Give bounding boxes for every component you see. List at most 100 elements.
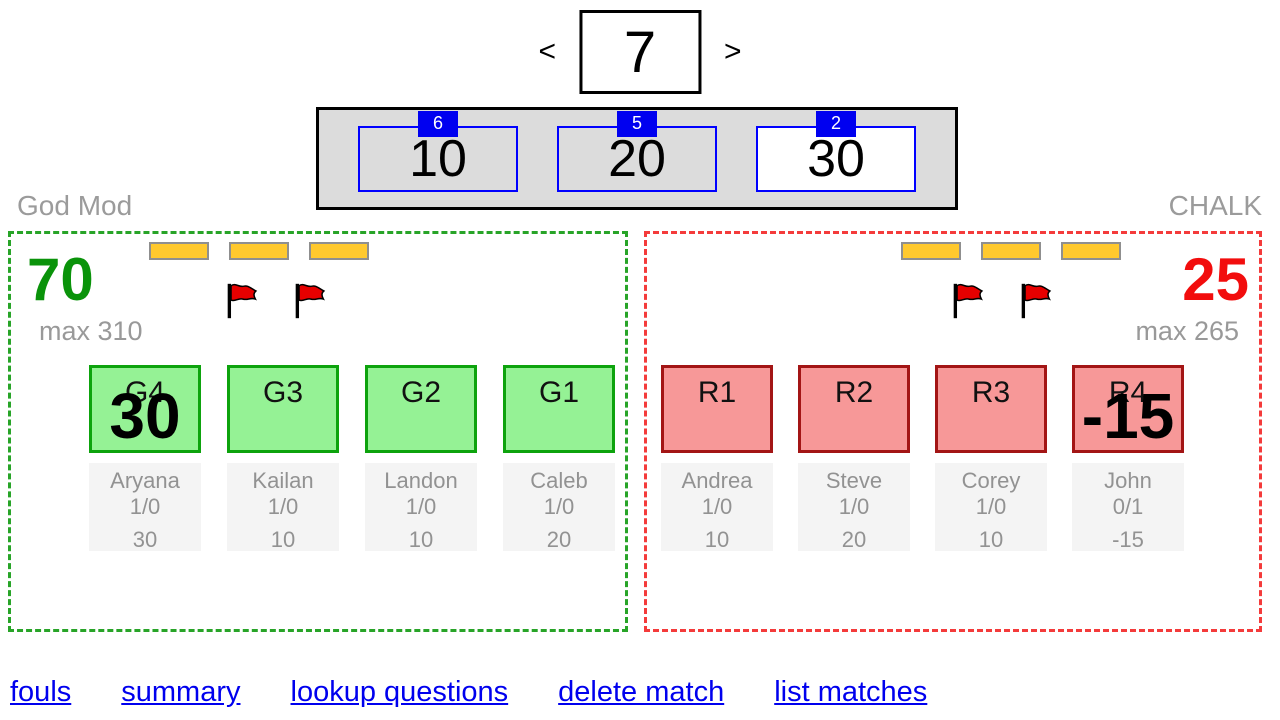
player-record: 1/0 bbox=[701, 493, 733, 519]
player-name: Andrea bbox=[681, 468, 753, 493]
player-card: G1 Caleb 1/0 20 bbox=[503, 365, 615, 552]
list-matches-link[interactable]: list matches bbox=[774, 676, 928, 708]
player-record: 1/0 bbox=[838, 493, 870, 519]
next-question-button[interactable]: > bbox=[724, 35, 742, 68]
player-name: Steve bbox=[825, 468, 883, 493]
player-tile-g3[interactable]: G3 bbox=[227, 365, 339, 453]
team-name-right: CHALK bbox=[1168, 190, 1262, 221]
player-seat-label: G4 bbox=[124, 376, 166, 409]
player-card: R2 Steve 1/0 20 bbox=[798, 365, 910, 552]
player-cards-row: R1 Andrea 1/0 10 R2 Steve 1/0 20 R3 bbox=[647, 365, 1184, 552]
question-value-panel: 6 10 5 20 2 30 bbox=[316, 107, 958, 210]
player-card: G4 30 Aryana 1/0 30 bbox=[89, 365, 201, 552]
player-seat-label: R4 bbox=[1108, 376, 1148, 409]
foul-flag-icon bbox=[227, 283, 258, 319]
player-card: G3 Kailan 1/0 10 bbox=[227, 365, 339, 552]
team-score: 70 bbox=[27, 246, 94, 313]
player-cards-row: G4 30 Aryana 1/0 30 G3 Kailan 1/0 10 G2 bbox=[11, 365, 615, 552]
foul-flags bbox=[221, 280, 331, 322]
player-stats: Caleb 1/0 20 bbox=[503, 463, 615, 552]
player-tile-r2[interactable]: R2 bbox=[798, 365, 910, 453]
summary-link[interactable]: summary bbox=[121, 676, 241, 708]
remaining-count-badge: 2 bbox=[816, 110, 856, 137]
player-record: 1/0 bbox=[405, 493, 437, 519]
lookup-questions-link[interactable]: lookup questions bbox=[290, 676, 509, 708]
player-seat-label: G1 bbox=[538, 376, 580, 409]
player-card: R4 -15 John 0/1 -15 bbox=[1072, 365, 1184, 552]
team-name-left: God Mod bbox=[17, 190, 133, 221]
player-points: 30 bbox=[132, 526, 158, 552]
player-name: Aryana bbox=[110, 468, 180, 493]
team-score: 25 bbox=[1182, 246, 1249, 313]
value-option-30[interactable]: 2 30 bbox=[756, 110, 916, 192]
bonus-bar-icon bbox=[981, 242, 1041, 260]
value-option-label: 20 bbox=[608, 129, 666, 188]
player-points: 10 bbox=[270, 526, 296, 552]
delete-match-link[interactable]: delete match bbox=[558, 676, 725, 708]
player-name: Kailan bbox=[252, 468, 314, 493]
player-tile-g2[interactable]: G2 bbox=[365, 365, 477, 453]
player-card: G2 Landon 1/0 10 bbox=[365, 365, 477, 552]
value-option-20[interactable]: 5 20 bbox=[557, 110, 717, 192]
foul-flag-icon bbox=[953, 283, 984, 319]
bonus-bar-icon bbox=[309, 242, 369, 260]
player-seat-label: R1 bbox=[697, 376, 737, 409]
player-stats: John 0/1 -15 bbox=[1072, 463, 1184, 552]
remaining-count-badge: 6 bbox=[418, 110, 458, 137]
player-points: 20 bbox=[841, 526, 867, 552]
player-stats: Steve 1/0 20 bbox=[798, 463, 910, 552]
player-stats: Kailan 1/0 10 bbox=[227, 463, 339, 552]
foul-flag-icon bbox=[1021, 283, 1052, 319]
question-stepper: < 7 > bbox=[538, 10, 742, 94]
player-card: R3 Corey 1/0 10 bbox=[935, 365, 1047, 552]
foul-flag-icon bbox=[295, 283, 326, 319]
player-tile-r4[interactable]: R4 -15 bbox=[1072, 365, 1184, 453]
player-seat-label: G3 bbox=[262, 376, 304, 409]
bonus-bars bbox=[149, 242, 369, 260]
bonus-bar-icon bbox=[901, 242, 961, 260]
player-name: Caleb bbox=[530, 468, 588, 493]
player-seat-label: R3 bbox=[971, 376, 1011, 409]
player-tile-r1[interactable]: R1 bbox=[661, 365, 773, 453]
player-tile-g4[interactable]: G4 30 bbox=[89, 365, 201, 453]
player-record: 1/0 bbox=[543, 493, 575, 519]
bonus-bars bbox=[901, 242, 1121, 260]
player-record: 0/1 bbox=[1112, 493, 1144, 519]
player-name: John bbox=[1104, 468, 1152, 493]
value-option-10[interactable]: 6 10 bbox=[358, 110, 518, 192]
team-panel-left: 70 max 310 G4 30 Aryana 1/0 30 bbox=[8, 231, 628, 632]
last-score-overlay: 30 bbox=[109, 380, 181, 452]
foul-flags bbox=[947, 280, 1057, 322]
footer-links: fouls summary lookup questions delete ma… bbox=[10, 676, 927, 709]
player-points: 10 bbox=[408, 526, 434, 552]
team-panel-right: 25 max 265 R1 Andrea 1/0 10 bbox=[644, 231, 1262, 632]
player-points: -15 bbox=[1112, 526, 1144, 552]
prev-question-button[interactable]: < bbox=[538, 35, 556, 68]
last-score-overlay: -15 bbox=[1081, 380, 1175, 452]
player-points: 10 bbox=[704, 526, 730, 552]
value-option-label: 30 bbox=[807, 129, 865, 188]
player-seat-label: G2 bbox=[400, 376, 442, 409]
question-number-box[interactable]: 7 bbox=[579, 10, 701, 94]
player-points: 10 bbox=[978, 526, 1004, 552]
player-record: 1/0 bbox=[129, 493, 161, 519]
player-tile-r3[interactable]: R3 bbox=[935, 365, 1047, 453]
player-points: 20 bbox=[546, 526, 572, 552]
player-seat-label: R2 bbox=[834, 376, 874, 409]
bonus-bar-icon bbox=[149, 242, 209, 260]
player-stats: Aryana 1/0 30 bbox=[89, 463, 201, 552]
player-stats: Andrea 1/0 10 bbox=[661, 463, 773, 552]
player-stats: Corey 1/0 10 bbox=[935, 463, 1047, 552]
bonus-bar-icon bbox=[1061, 242, 1121, 260]
player-record: 1/0 bbox=[975, 493, 1007, 519]
value-option-label: 10 bbox=[409, 129, 467, 188]
remaining-count-badge: 5 bbox=[617, 110, 657, 137]
player-name: Corey bbox=[961, 468, 1021, 493]
bonus-bar-icon bbox=[229, 242, 289, 260]
player-stats: Landon 1/0 10 bbox=[365, 463, 477, 552]
fouls-link[interactable]: fouls bbox=[10, 676, 72, 708]
team-max-score: max 310 bbox=[39, 316, 143, 346]
player-record: 1/0 bbox=[267, 493, 299, 519]
player-tile-g1[interactable]: G1 bbox=[503, 365, 615, 453]
team-max-score: max 265 bbox=[1135, 316, 1239, 346]
